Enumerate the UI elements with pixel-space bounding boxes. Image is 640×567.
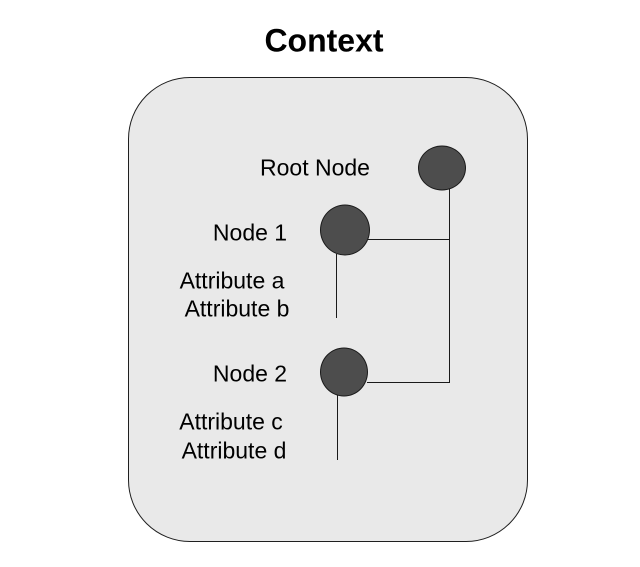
root-node-circle — [418, 145, 466, 191]
node2-attribute-c-label: Attribute c — [179, 408, 283, 435]
node1-circle — [320, 204, 370, 256]
node1-attribute-a-label: Attribute a — [179, 267, 285, 294]
node1-attribute-connector-line — [336, 254, 337, 318]
node2-parent-connector-line — [367, 382, 450, 383]
node2-attribute-d-label: Attribute d — [181, 437, 287, 464]
node2-attribute-connector-line — [337, 395, 338, 460]
node2-label: Node 2 — [212, 360, 288, 387]
node1-parent-connector-line — [368, 239, 450, 240]
node2-circle — [320, 347, 368, 397]
node1-attribute-b-label: Attribute b — [184, 295, 290, 322]
root-node-label: Root Node — [260, 154, 370, 181]
node1-label: Node 1 — [212, 219, 288, 246]
root-vertical-connector-line — [449, 189, 450, 382]
page-title: Context — [264, 22, 384, 59]
